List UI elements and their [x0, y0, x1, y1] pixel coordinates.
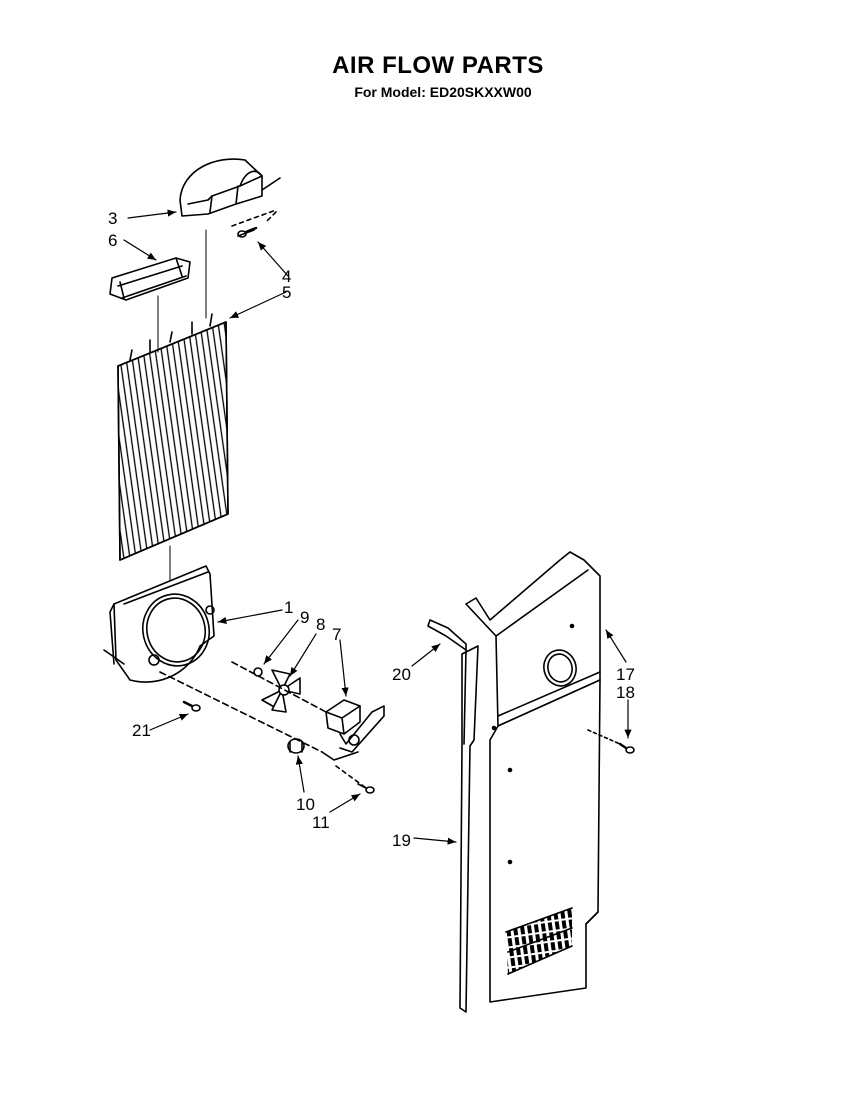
callout-21: 21: [132, 721, 151, 740]
callout-8: 8: [316, 615, 325, 634]
screw-part-21: [182, 700, 201, 712]
callout-7: 7: [332, 625, 341, 644]
air-seal-strip: [427, 619, 467, 651]
fan-shroud: [103, 565, 215, 683]
callout-17: 17: [616, 665, 635, 684]
callout-5: 5: [282, 283, 291, 302]
callout-3: 3: [108, 209, 117, 228]
screw-part-11: [357, 783, 375, 794]
evaporator-coil: [117, 313, 229, 561]
fan-motor: [321, 699, 385, 761]
air-duct-hood: [179, 158, 281, 217]
grille-louver: [109, 257, 191, 301]
callout-labels: 3 6 4 5 1 9 8 7 20 17 18 21 10 11 19: [108, 209, 635, 850]
callout-1: 1: [284, 598, 293, 617]
fan-blade: [261, 669, 301, 713]
page-title: AIR FLOW PARTS: [332, 52, 544, 79]
callout-6: 6: [108, 231, 117, 250]
callout-19: 19: [392, 831, 411, 850]
screw-part-4: [237, 226, 258, 238]
air-flow-cover-panel: [465, 551, 601, 1003]
model-subtitle: For Model: ED20SKXXW00: [354, 84, 532, 100]
grommet: [287, 738, 305, 754]
callout-10: 10: [296, 795, 315, 814]
callout-18: 18: [616, 683, 635, 702]
leader-lines: [123, 209, 632, 845]
vertical-seal-strip: [459, 645, 479, 1013]
screw-part-18: [618, 742, 635, 754]
callout-4: 4: [282, 267, 291, 286]
callout-9: 9: [300, 608, 309, 627]
callout-11: 11: [312, 813, 330, 832]
callout-20: 20: [392, 665, 411, 684]
